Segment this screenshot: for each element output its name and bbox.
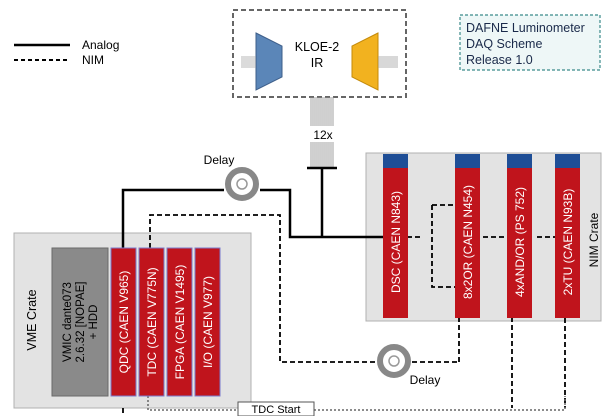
ir-label-line-1: KLOE-2	[295, 40, 340, 54]
vme-module-qdc-label: QDC (CAEN V965)	[117, 271, 131, 374]
detector-left-fibres	[241, 56, 256, 68]
nim-module-or-body	[455, 167, 480, 318]
title-line-3: Release 1.0	[466, 53, 533, 67]
cable-count-bg	[310, 126, 336, 142]
nim-module-dsc-body	[383, 167, 408, 318]
vme-cpu-line-2: 2.6.32 [NOPAE]	[75, 282, 87, 363]
delay-bottom-core	[388, 355, 400, 367]
vme-module-qdc-body	[110, 247, 137, 397]
legend: Analog NIM	[14, 38, 119, 67]
tdc-start-label: TDC Start	[252, 404, 301, 416]
delay-top-core	[236, 178, 248, 190]
nim-module-or-label: 8x2OR (CAEN N454)	[461, 185, 475, 299]
vme-cpu-body	[51, 247, 109, 397]
vme-module-io-label: I/O (CAEN V977)	[201, 276, 215, 368]
ir-label-line-2: IR	[311, 56, 324, 70]
title-box: DAFNE Luminometer DAQ Scheme Release 1.0	[459, 14, 601, 71]
delay-top: Delay	[204, 153, 259, 201]
nim-module-andor-label: 4xAND/OR (PS 752)	[513, 187, 527, 297]
vme-module-fpga-label: FPGA (CAEN V1495)	[173, 265, 187, 380]
analog-lines	[121, 168, 383, 249]
nim-module-andor-cap	[507, 154, 532, 168]
delay-bottom-label: Delay	[410, 373, 441, 387]
vme-modules: VME Crate VMIC dante073 2.6.32 [NOPAE] +…	[25, 247, 221, 397]
cable-bundle: 12x	[307, 97, 337, 170]
nim-module-dsc: DSC (CAEN N843)	[383, 154, 408, 318]
nim-modules: DSC (CAEN N843) 8x2OR (CAEN N454) 4xAND/…	[383, 154, 601, 318]
detector-right	[351, 32, 379, 91]
legend-nim-label: NIM	[82, 53, 104, 67]
nim-module-or: 8x2OR (CAEN N454)	[455, 154, 480, 318]
vme-crate-title: VME Crate	[25, 289, 39, 350]
vme-module-tdc: TDC (CAEN V775N)	[138, 247, 165, 397]
nim-module-tu: 2xTU (CAEN N93B)	[555, 154, 580, 318]
detector-right-fibres	[378, 56, 398, 68]
nim-module-tu-label: 2xTU (CAEN N93B)	[561, 189, 575, 296]
vme-module-tdc-body	[138, 247, 165, 397]
vme-cpu-line-3: + HDD	[88, 305, 100, 340]
vme-module-tdc-label: TDC (CAEN V775N)	[145, 267, 159, 376]
vme-module-io-body	[194, 247, 221, 397]
vme-cpu-line-1: VMIC dante073	[62, 282, 74, 362]
detector-left	[255, 32, 283, 91]
cable-count-label: 12x	[313, 128, 332, 142]
nim-module-tu-body	[555, 167, 580, 318]
nim-module-tu-cap	[555, 154, 580, 168]
nim-module-andor-body	[507, 167, 532, 318]
title-line-1: DAFNE Luminometer	[466, 21, 585, 35]
nim-crate-title: NIM Crate	[587, 212, 601, 267]
tdc-start-line: TDC Start	[147, 396, 566, 416]
legend-analog-label: Analog	[82, 38, 119, 52]
delay-top-label: Delay	[204, 153, 235, 167]
vme-cpu: VMIC dante073 2.6.32 [NOPAE] + HDD	[51, 247, 109, 397]
nim-module-andor: 4xAND/OR (PS 752)	[507, 154, 532, 318]
nim-module-dsc-label: DSC (CAEN N843)	[389, 191, 403, 293]
tdc-start-box	[237, 401, 315, 416]
vme-module-qdc: QDC (CAEN V965)	[110, 247, 137, 397]
interaction-region: KLOE-2 IR	[232, 9, 407, 98]
nim-module-or-cap	[455, 154, 480, 168]
vme-module-io: I/O (CAEN V977)	[194, 247, 221, 397]
title-box-frame	[459, 14, 601, 71]
nim-module-dsc-cap	[383, 154, 408, 168]
vme-module-fpga-body	[166, 247, 193, 397]
delay-bottom: Delay	[377, 344, 441, 387]
title-line-2: DAQ Scheme	[466, 37, 542, 51]
vme-module-fpga: FPGA (CAEN V1495)	[166, 247, 193, 397]
